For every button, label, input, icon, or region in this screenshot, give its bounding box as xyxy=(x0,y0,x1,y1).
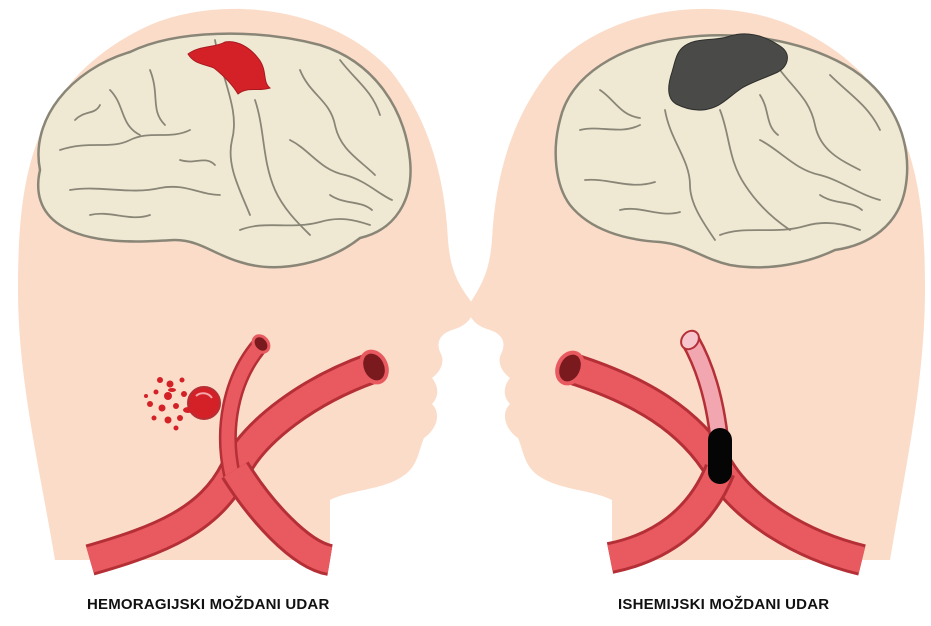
ischemic-panel xyxy=(469,9,925,560)
blood-clot xyxy=(708,428,732,484)
hemorrhagic-panel xyxy=(18,9,473,560)
hemorrhagic-stroke-caption: HEMORAGIJSKI MOŽDANI UDAR xyxy=(87,596,330,613)
ischemic-stroke-caption: ISHEMIJSKI MOŽDANI UDAR xyxy=(618,596,829,613)
aneurysm xyxy=(188,387,220,419)
